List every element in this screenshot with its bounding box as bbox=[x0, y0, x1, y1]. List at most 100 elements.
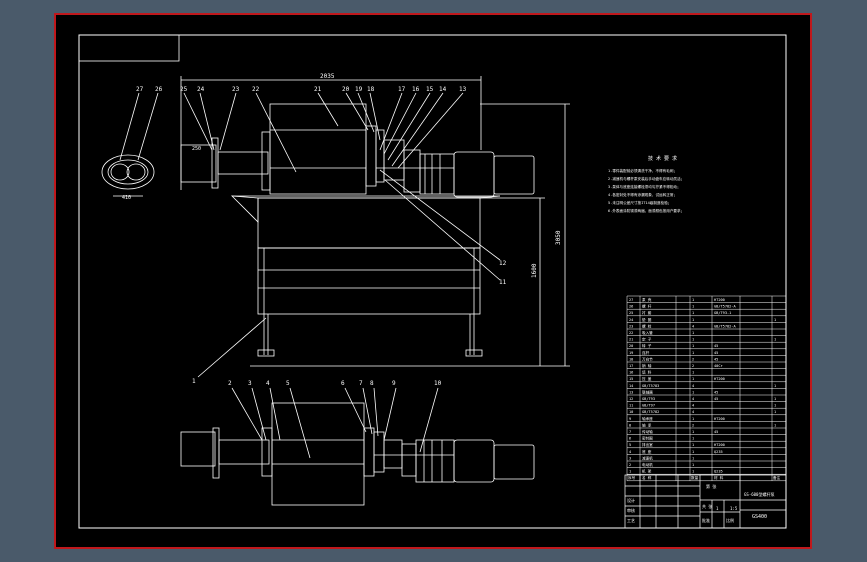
bom-cell-no: 9 bbox=[629, 417, 631, 421]
bom-cell-no: 18 bbox=[629, 357, 633, 361]
balloon-11: 11 bbox=[499, 279, 507, 286]
bom-cell-no: 12 bbox=[629, 397, 633, 401]
bom-cell-qty: 1 bbox=[692, 417, 694, 421]
bom-cell-qty: 4 bbox=[692, 324, 694, 328]
balloon-25: 25 bbox=[180, 86, 188, 93]
bom-cell-material: GB/T5782-A bbox=[714, 324, 736, 328]
bom-cell-name: 销 轴 bbox=[642, 363, 652, 368]
bom-cell-qty: 4 bbox=[692, 410, 694, 414]
balloon-15: 15 bbox=[426, 86, 434, 93]
bom-cell-qty: 1 bbox=[692, 456, 694, 460]
bom-cell-note: 1 bbox=[774, 397, 776, 401]
bom-cell-qty: 4 bbox=[692, 397, 694, 401]
title-scale: 1:5 bbox=[730, 506, 738, 511]
balloon-2: 2 bbox=[228, 380, 232, 387]
bom-cell-no: 13 bbox=[629, 390, 633, 394]
balloon-24: 24 bbox=[197, 86, 205, 93]
balloon-18: 18 bbox=[367, 86, 375, 93]
bom-cell-qty: 1 bbox=[692, 443, 694, 447]
bom-cell-no: 25 bbox=[629, 311, 633, 315]
bom-cell-no: 6 bbox=[629, 437, 631, 441]
bom-cell-material: GB/T5782-A bbox=[714, 305, 736, 309]
notes-line-4: 4.各密封处不得有渗漏现象，试运转正常； bbox=[608, 192, 677, 197]
bom-cell-note: 1 bbox=[774, 410, 776, 414]
bom-cell-material: GB/T93-1 bbox=[714, 311, 731, 315]
bom-cell-name: 垫 圈 bbox=[642, 317, 652, 322]
bom-cell-no: 14 bbox=[629, 384, 633, 388]
notes-line-3: 3.泵体与底座连接螺栓须均匀拧紧不得松动； bbox=[608, 184, 681, 189]
bom-cell-no: 22 bbox=[629, 331, 633, 335]
tech-notes: 技 术 要 求 1.零件装配前必须清洗干净，不得有毛刺； 2.减速机与螺杆泵安装… bbox=[608, 155, 684, 213]
bom-header-qty: 数量 bbox=[691, 475, 699, 480]
bom-cell-material: HT200 bbox=[714, 443, 725, 447]
bom-cell-material: HT200 bbox=[714, 377, 725, 381]
bom-cell-name: 电动机 bbox=[642, 462, 653, 467]
bom-cell-name: GB/T5782 bbox=[642, 410, 659, 414]
bom-cell-name: 螺 杆 bbox=[642, 304, 652, 309]
bom-cell-qty: 2 bbox=[692, 423, 694, 427]
bom-cell-material: 45 bbox=[714, 344, 718, 348]
balloon-5: 5 bbox=[286, 380, 290, 387]
title-label-scale: 比例 bbox=[726, 517, 734, 523]
bom-cell-qty: 1 bbox=[692, 450, 694, 454]
bom-cell-qty: 1 bbox=[692, 298, 694, 302]
bom-cell-material: 45 bbox=[714, 357, 718, 361]
bom-cell-no: 26 bbox=[629, 305, 633, 309]
title-label-check: 审核 bbox=[627, 507, 635, 513]
bom-cell-qty: 1 bbox=[692, 430, 694, 434]
title-sheet: 1 bbox=[716, 506, 719, 511]
bom-cell-name: 万向节 bbox=[642, 356, 653, 361]
bom-cell-no: 17 bbox=[629, 364, 633, 368]
bom-cell-no: 21 bbox=[629, 338, 633, 342]
bom-cell-no: 2 bbox=[629, 463, 631, 467]
bom-cell-name: 减速机 bbox=[642, 455, 653, 460]
balloon-9: 9 bbox=[392, 380, 396, 387]
balloon-23: 23 bbox=[232, 86, 240, 93]
bom-cell-name: 定 子 bbox=[642, 337, 652, 342]
bom-cell-no: 16 bbox=[629, 371, 633, 375]
bom-cell-no: 11 bbox=[629, 404, 633, 408]
bom-cell-qty: 1 bbox=[692, 463, 694, 467]
dim-section: 410 bbox=[122, 195, 131, 201]
bom-cell-no: 1 bbox=[629, 470, 631, 474]
bom-cell-name: 底 座 bbox=[642, 449, 652, 454]
bom-cell-qty: 1 bbox=[692, 390, 694, 394]
bom-cell-qty: 1 bbox=[692, 344, 694, 348]
bom-cell-qty: 1 bbox=[692, 318, 694, 322]
bom-cell-no: 20 bbox=[629, 344, 633, 348]
bom-cell-qty: 1 bbox=[692, 331, 694, 335]
balloon-3: 3 bbox=[248, 380, 252, 387]
bom-cell-qty: 1 bbox=[692, 437, 694, 441]
bom-cell-no: 8 bbox=[629, 423, 631, 427]
bom-cell-material: 40Cr bbox=[714, 364, 723, 368]
bom-cell-note: 1 bbox=[774, 338, 776, 342]
bom-cell-material: Q235 bbox=[714, 450, 723, 454]
notes-title: 技 术 要 求 bbox=[648, 155, 677, 162]
sheet bbox=[54, 13, 812, 549]
balloon-21: 21 bbox=[314, 86, 322, 93]
bom-cell-material: 45 bbox=[714, 351, 718, 355]
bom-header-material: 材 料 bbox=[714, 475, 724, 480]
title-block bbox=[624, 474, 787, 529]
dim-height-right: 3050 bbox=[555, 230, 562, 245]
bom-cell-material: HT200 bbox=[714, 417, 725, 421]
bom-cell-qty: 1 bbox=[692, 311, 694, 315]
bom-header-note: 备注 bbox=[773, 475, 781, 480]
balloon-19: 19 bbox=[355, 86, 363, 93]
bom-cell-qty: 1 bbox=[692, 338, 694, 342]
notes-line-1: 1.零件装配前必须清洗干净，不得有毛刺； bbox=[608, 168, 677, 173]
bom-cell-note: 1 bbox=[774, 318, 776, 322]
bom-cell-name: GB/T5783 bbox=[642, 384, 659, 388]
title-drawing-name: GS-600型螺杆泵 bbox=[744, 491, 774, 497]
bom-cell-material: HT200 bbox=[714, 298, 725, 302]
balloon-14: 14 bbox=[439, 86, 447, 93]
bom-cell-name: 联轴器 bbox=[642, 389, 653, 394]
bom-cell-no: 4 bbox=[629, 450, 631, 454]
balloon-7: 7 bbox=[359, 380, 363, 387]
balloon-26: 26 bbox=[155, 86, 163, 93]
bom-cell-name: 传动轴 bbox=[642, 429, 653, 434]
notes-line-5: 5.未注明公差尺寸按IT14级制造检验； bbox=[608, 200, 671, 205]
title-drawing-code: GS400 bbox=[752, 514, 767, 520]
bom-cell-name: 密封圈 bbox=[642, 436, 653, 441]
